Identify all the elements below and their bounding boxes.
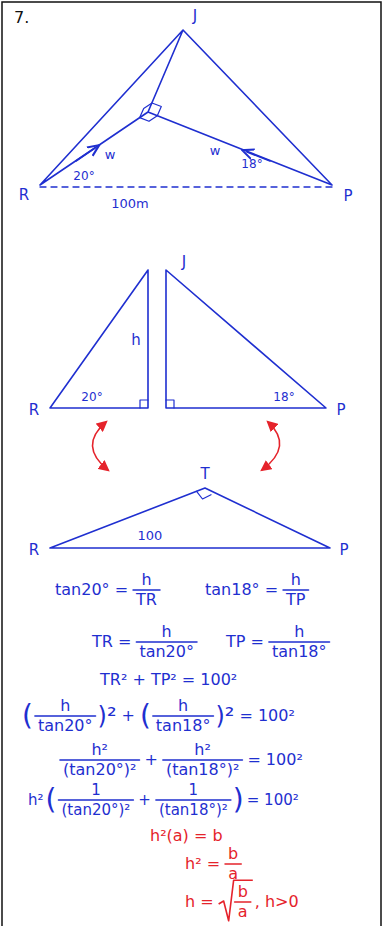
correspondence-arrow bbox=[262, 422, 280, 470]
point-label: R bbox=[19, 187, 29, 204]
question-number: 7. bbox=[14, 9, 29, 27]
equation-text: = 100² bbox=[239, 707, 294, 725]
denominator: (tan18°)² bbox=[166, 761, 239, 779]
equation-text: = 100² bbox=[247, 792, 299, 809]
equation-text: h²(a) = b bbox=[150, 827, 223, 845]
numerator: h bbox=[141, 571, 151, 589]
numerator: b bbox=[238, 883, 248, 901]
denominator: tan18° bbox=[272, 643, 327, 661]
right-right-triangle bbox=[166, 270, 326, 408]
equation-text: h² = bbox=[185, 855, 220, 873]
numerator: h bbox=[60, 697, 70, 715]
equation-text: tan18° = bbox=[205, 581, 278, 599]
angle-label: 18° bbox=[241, 158, 262, 171]
numerator: h² bbox=[194, 741, 211, 759]
denominator: tan20° bbox=[38, 717, 93, 735]
numerator: b bbox=[228, 845, 238, 863]
right-angle-mark bbox=[140, 400, 174, 408]
denominator: TP bbox=[286, 591, 305, 609]
equation-text: = 100² bbox=[247, 751, 302, 769]
numerator: h bbox=[162, 623, 172, 641]
direction-label: w bbox=[105, 148, 116, 162]
angle-label: 18° bbox=[273, 391, 294, 404]
equation-text: + bbox=[138, 792, 151, 809]
left-right-triangle bbox=[50, 270, 148, 408]
direction-arrow bbox=[76, 148, 95, 161]
equation-text: h² bbox=[28, 792, 44, 809]
equation-text: ) bbox=[233, 785, 244, 816]
height-label: h bbox=[131, 332, 141, 349]
dashed-baseline bbox=[40, 186, 332, 187]
equation-text: tan20° = bbox=[55, 581, 128, 599]
point-label: R bbox=[29, 542, 39, 559]
dimension-label: 100 bbox=[138, 529, 163, 543]
point-label: T bbox=[200, 466, 209, 483]
equation-text: , h>0 bbox=[255, 893, 299, 911]
point-label: P bbox=[336, 402, 345, 419]
point-label: R bbox=[29, 402, 39, 419]
correspondence-arrow bbox=[92, 422, 108, 470]
direction-label: w bbox=[210, 144, 221, 158]
point-label: J bbox=[182, 254, 186, 271]
denominator: (tan18°)² bbox=[159, 802, 228, 819]
numerator: h bbox=[178, 697, 188, 715]
numerator: h bbox=[291, 571, 301, 589]
equation-text: ( bbox=[46, 785, 57, 816]
denominator: (tan20°)² bbox=[61, 802, 130, 819]
point-label: J bbox=[193, 8, 197, 25]
pyramid-edges bbox=[40, 30, 332, 185]
equation-text: ( bbox=[22, 701, 33, 732]
base-triangle bbox=[50, 488, 330, 548]
dimension-label: 100m bbox=[111, 197, 148, 211]
equation-text: )² bbox=[98, 703, 117, 729]
equation-text: )² bbox=[215, 703, 234, 729]
angle-label: 20° bbox=[73, 170, 94, 183]
fraction-bar bbox=[58, 799, 133, 801]
equation-text: h = bbox=[185, 893, 214, 911]
denominator: (tan20°)² bbox=[63, 761, 136, 779]
denominator: tan18° bbox=[156, 717, 211, 735]
equation-text: TR² + TP² = 100² bbox=[100, 671, 237, 689]
angle-label: 20° bbox=[81, 391, 102, 404]
numerator: 1 bbox=[189, 782, 199, 799]
right-angle-mark bbox=[140, 103, 162, 121]
numerator: h bbox=[294, 623, 304, 641]
denominator: tan20° bbox=[139, 643, 194, 661]
radical-sign bbox=[219, 880, 253, 921]
right-angle-mark bbox=[197, 491, 211, 499]
numerator: 1 bbox=[91, 782, 101, 799]
numerator: h² bbox=[91, 741, 108, 759]
denominator: a bbox=[228, 865, 238, 883]
fraction-bar bbox=[156, 799, 231, 801]
denominator: a bbox=[238, 903, 248, 921]
equation-text: ( bbox=[140, 701, 151, 732]
equation-text: TP = bbox=[226, 633, 264, 651]
denominator: TR bbox=[136, 591, 157, 609]
point-label: P bbox=[339, 542, 348, 559]
equation-text: + bbox=[122, 707, 135, 725]
equation-text: + bbox=[144, 751, 157, 769]
equation-text: TR = bbox=[92, 633, 131, 651]
point-label: P bbox=[343, 188, 352, 205]
